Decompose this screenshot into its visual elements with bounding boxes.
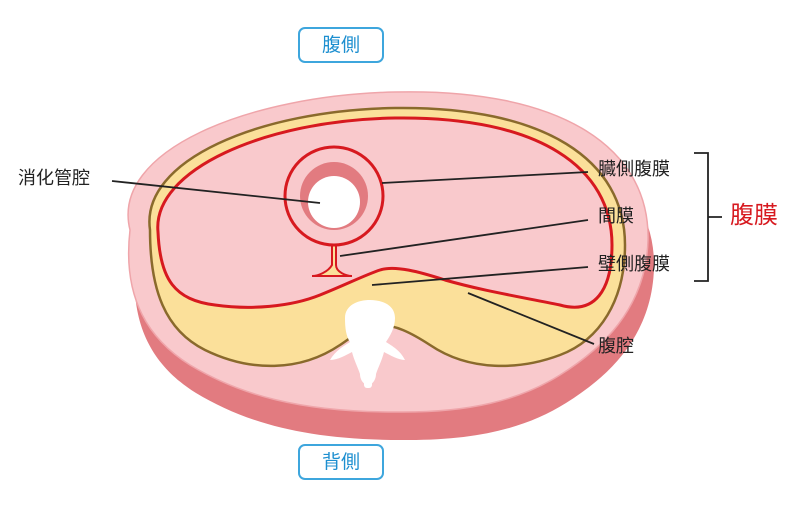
- label-visceral-peritoneum: 臓側腹膜: [598, 159, 670, 180]
- leader-peritoneal-cavity: [467, 292, 595, 345]
- leader-parietal-peritoneum: [371, 266, 589, 286]
- peritoneum-bracket: [694, 152, 722, 282]
- leader-digestive-lumen: [111, 180, 321, 204]
- leader-mesentery: [339, 219, 589, 257]
- vertebra: [330, 300, 405, 385]
- ventral-tag: 腹側: [298, 27, 384, 63]
- label-parietal-peritoneum: 壁側腹膜: [598, 254, 670, 275]
- spinal-process: [364, 378, 372, 388]
- dorsal-tag: 背側: [298, 444, 384, 480]
- label-peritoneal-cavity: 腹腔: [598, 336, 634, 357]
- label-mesentery: 間膜: [598, 206, 634, 227]
- digestive-lumen: [308, 176, 360, 228]
- label-digestive-lumen: 消化管腔: [18, 168, 90, 189]
- mesentery: [311, 234, 353, 277]
- label-peritoneum: 腹膜: [730, 201, 778, 229]
- leader-visceral-peritoneum: [381, 171, 589, 184]
- peritoneal-cavity-area: [156, 116, 614, 309]
